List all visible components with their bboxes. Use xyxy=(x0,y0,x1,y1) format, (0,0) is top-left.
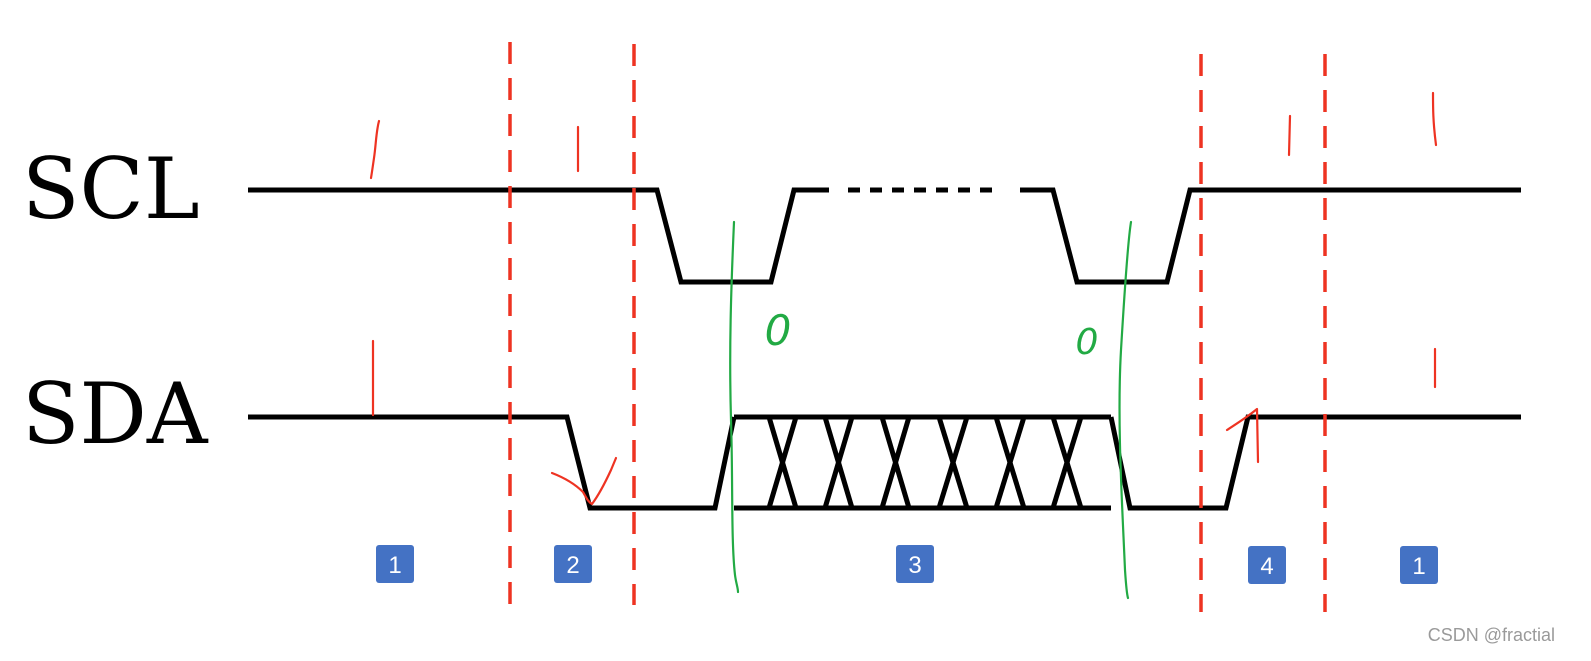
data-bit-label-left: 0 xyxy=(765,306,792,355)
sda-waveform xyxy=(248,414,1521,511)
sda-crossing xyxy=(993,416,1027,509)
phase-badge-label: 3 xyxy=(908,552,921,579)
sda-crossing xyxy=(1050,416,1084,509)
sda-start-transition xyxy=(248,414,737,511)
scl-waveform xyxy=(248,187,1521,285)
phase-dividers xyxy=(508,42,1327,612)
red-pen-marks xyxy=(369,91,1438,506)
watermark: CSDN @fractial xyxy=(1428,625,1555,645)
phase-badge: 2 xyxy=(554,545,592,583)
pen-tick xyxy=(1431,91,1438,147)
pen-rising-arrow xyxy=(1225,407,1260,464)
sda-crossing xyxy=(879,416,912,509)
pen-tick xyxy=(369,119,381,180)
phase-badge-label: 4 xyxy=(1260,553,1273,580)
phase-badge-label: 1 xyxy=(388,552,401,579)
pen-tick xyxy=(1287,114,1292,157)
phase-badge: 3 xyxy=(896,545,934,583)
sda-crossing xyxy=(766,416,799,509)
sda-label: SDA xyxy=(22,365,209,463)
scl-segment-end xyxy=(1020,187,1521,285)
scl-segment-start xyxy=(248,187,829,285)
sda-crossing xyxy=(936,416,970,509)
bit-boundary-right xyxy=(1118,220,1133,600)
phase-badge-label: 2 xyxy=(566,552,579,579)
data-bit-label-right: 0 xyxy=(1076,322,1099,363)
phase-badge-label: 1 xyxy=(1412,553,1425,580)
sda-crossing xyxy=(822,416,855,509)
sda-stop-transition xyxy=(1108,414,1521,511)
bit-boundary-left xyxy=(729,220,740,594)
pen-falling-arrow xyxy=(550,456,618,506)
scl-label: SCL xyxy=(22,140,200,238)
phase-badge: 1 xyxy=(1400,546,1438,584)
phase-badge: 1 xyxy=(376,545,414,583)
phase-badge: 4 xyxy=(1248,546,1286,584)
green-pen-marks xyxy=(729,220,1133,600)
sda-data-crossings xyxy=(766,416,1084,509)
